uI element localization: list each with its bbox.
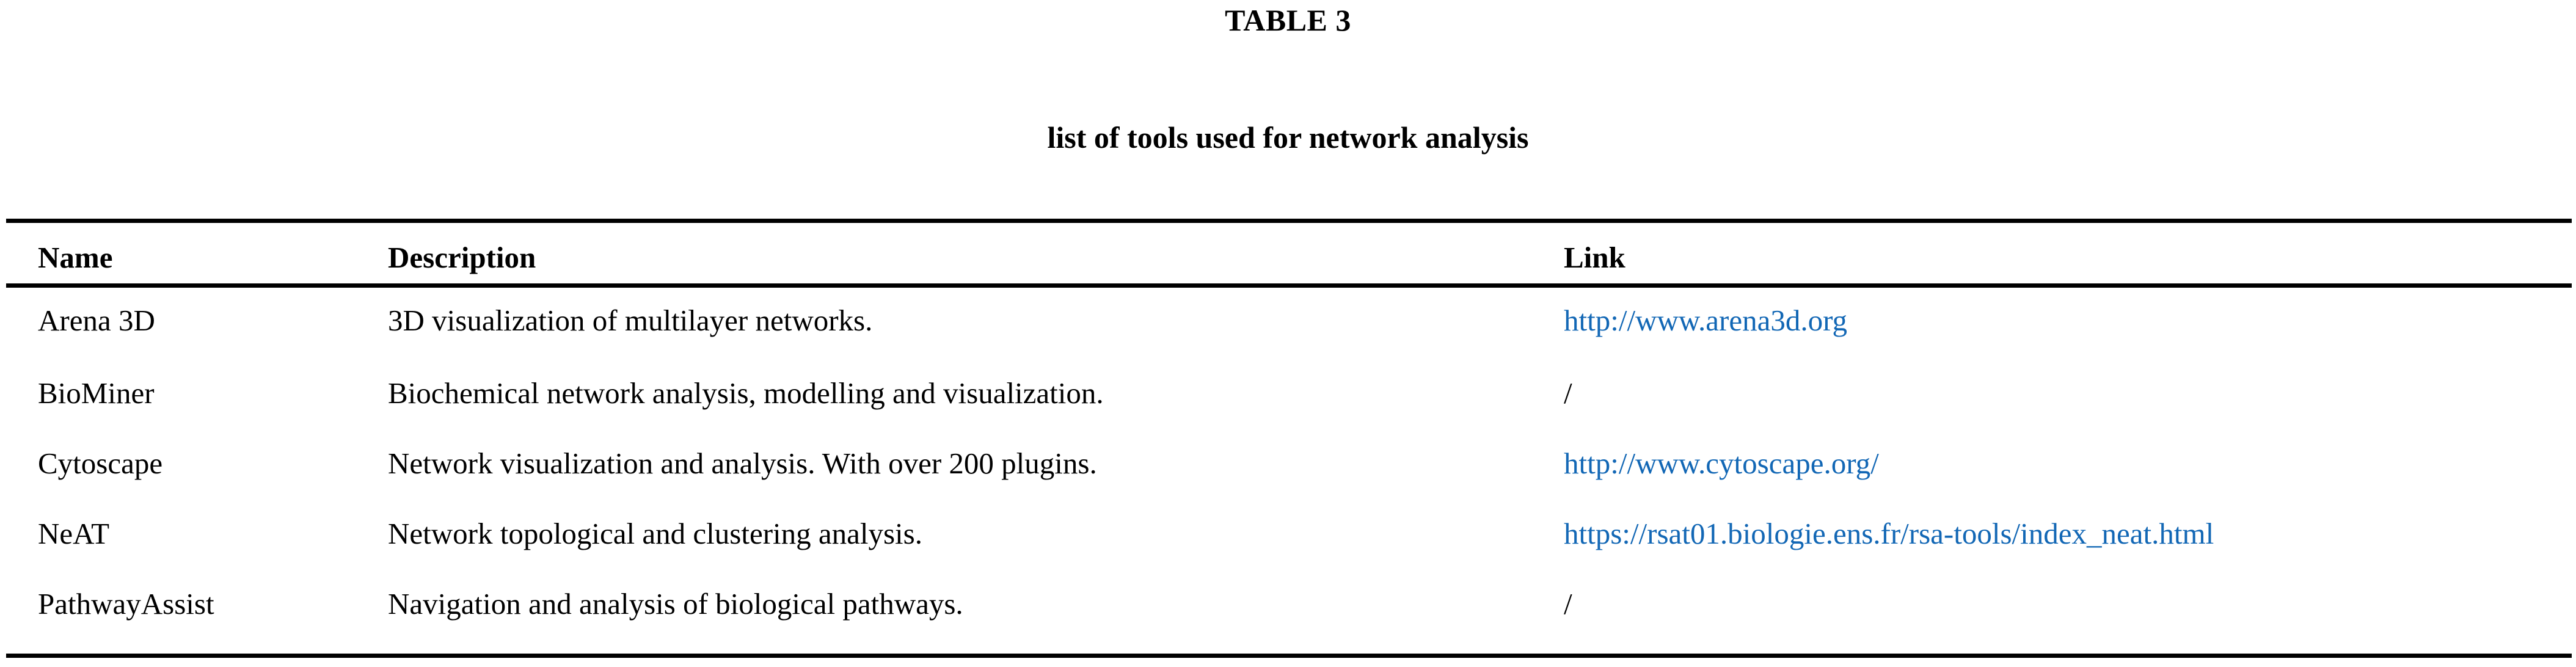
cell-tool-link: http://www.cytoscape.org/	[1552, 428, 2572, 498]
table-header-row-group: Name Description Link	[6, 232, 2572, 283]
table-row: PathwayAssist Navigation and analysis of…	[6, 569, 2572, 639]
table-row: BioMiner Biochemical network analysis, m…	[6, 358, 2572, 428]
table-row: NeAT Network topological and clustering …	[6, 498, 2572, 569]
cell-tool-description: Network visualization and analysis. With…	[388, 446, 1097, 480]
tool-link[interactable]: https://rsat01.biologie.ens.fr/rsa-tools…	[1564, 517, 2214, 550]
tools-table: Name Description Link Arena 3D 3D visual…	[6, 232, 2572, 639]
cell-tool-description: Network topological and clustering analy…	[388, 517, 922, 550]
cell-tool-name: NeAT	[38, 517, 110, 550]
tool-link[interactable]: http://www.cytoscape.org/	[1564, 446, 1879, 480]
table-number-heading: TABLE 3	[1225, 3, 1351, 37]
cell-tool-link: /	[1552, 569, 2572, 639]
cell-tool-description: Navigation and analysis of biological pa…	[388, 587, 963, 621]
cell-tool-link: /	[1552, 358, 2572, 428]
table-row: Arena 3D 3D visualization of multilayer …	[6, 283, 2572, 358]
cell-tool-description: Biochemical network analysis, modelling …	[388, 376, 1104, 410]
cell-tool-description: 3D visualization of multilayer networks.	[388, 304, 873, 337]
column-header-link: Link	[1564, 241, 1626, 274]
column-header-name: Name	[38, 241, 113, 274]
column-header-description: Description	[388, 241, 536, 274]
table-header-row: Name Description Link	[6, 232, 2572, 283]
tool-link-placeholder: /	[1564, 376, 1572, 410]
cell-tool-link: http://www.arena3d.org	[1552, 283, 2572, 358]
cell-tool-name: Cytoscape	[38, 446, 163, 480]
tool-link-placeholder: /	[1564, 587, 1572, 621]
cell-tool-name: PathwayAssist	[38, 587, 214, 621]
table-body: Arena 3D 3D visualization of multilayer …	[6, 283, 2572, 639]
table-top-rule	[6, 219, 2572, 223]
cell-tool-link: https://rsat01.biologie.ens.fr/rsa-tools…	[1552, 498, 2572, 569]
tool-link[interactable]: http://www.arena3d.org	[1564, 304, 1848, 337]
table-header-rule	[6, 283, 2572, 288]
cell-tool-name: Arena 3D	[38, 304, 155, 337]
cell-tool-name: BioMiner	[38, 376, 155, 410]
table-bottom-rule	[6, 654, 2572, 658]
table-row: Cytoscape Network visualization and anal…	[6, 428, 2572, 498]
table-caption: list of tools used for network analysis	[1047, 120, 1529, 155]
